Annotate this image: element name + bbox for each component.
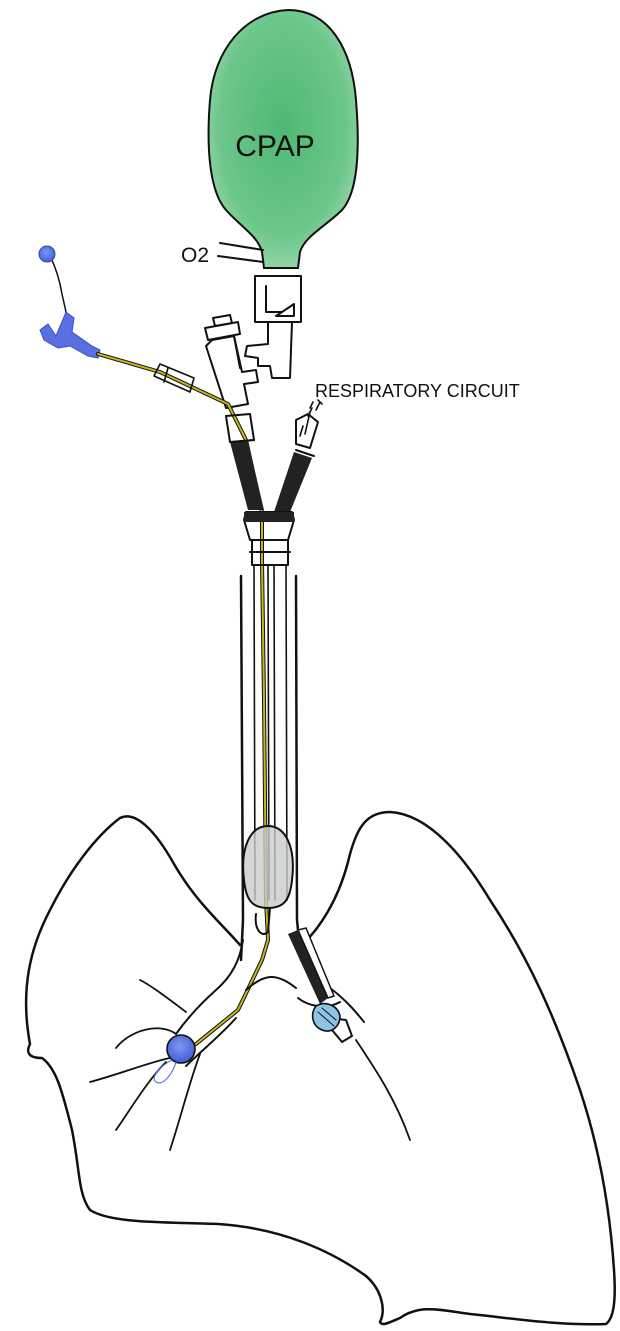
blocker-syringe [39,246,100,358]
bronchial-blocker [154,1035,195,1083]
tube-bifurcation [226,414,312,565]
tracheal-cuff [243,826,293,908]
bronchial-cuff [313,1004,340,1031]
pilot-balloon [39,246,55,262]
t-piece-adapter [205,315,258,408]
o2-inlet: O2 [181,243,263,267]
respiratory-circuit-label: RESPIRATORY CIRCUIT [315,381,520,401]
blocker-balloon [167,1035,195,1063]
respiratory-circuit-port: RESPIRATORY CIRCUIT [296,381,520,456]
bronchial-tree [176,908,364,1066]
cpap-valve [245,276,301,378]
syringe-body [40,312,100,358]
bronchial-tube-tip [288,928,352,1042]
cpap-label: CPAP [235,130,314,163]
right-lung [302,812,615,1324]
left-lung [26,816,383,1322]
cpap-bag: CPAP [209,10,358,268]
o2-label: O2 [181,244,209,267]
